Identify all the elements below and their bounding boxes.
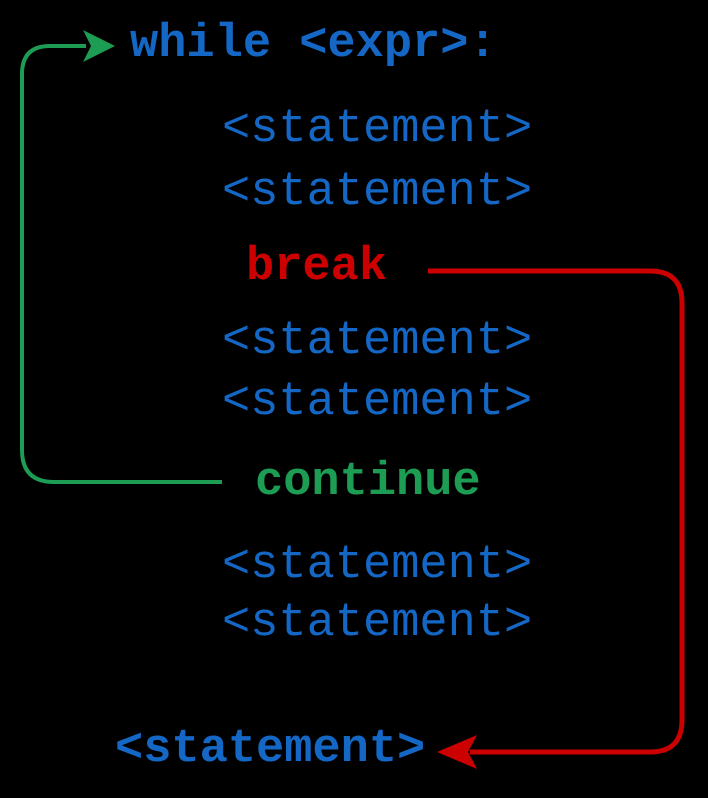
continue-loop-arrow: [20, 30, 222, 484]
after-loop-statement-line: <statement>: [115, 723, 426, 776]
continue-keyword: continue: [255, 456, 481, 509]
while-header-line: while <expr>:: [130, 18, 497, 71]
statement-line: <statement>: [222, 376, 533, 429]
arrow-right-icon: [83, 30, 115, 62]
statement-line: <statement>: [222, 315, 533, 368]
arrow-left-icon: [437, 735, 477, 769]
statement-line: <statement>: [222, 166, 533, 219]
continue-arrow-line: [20, 44, 222, 484]
statement-line: <statement>: [222, 103, 533, 156]
statement-line: <statement>: [222, 597, 533, 650]
break-keyword: break: [246, 241, 388, 294]
statement-line: <statement>: [222, 539, 533, 592]
